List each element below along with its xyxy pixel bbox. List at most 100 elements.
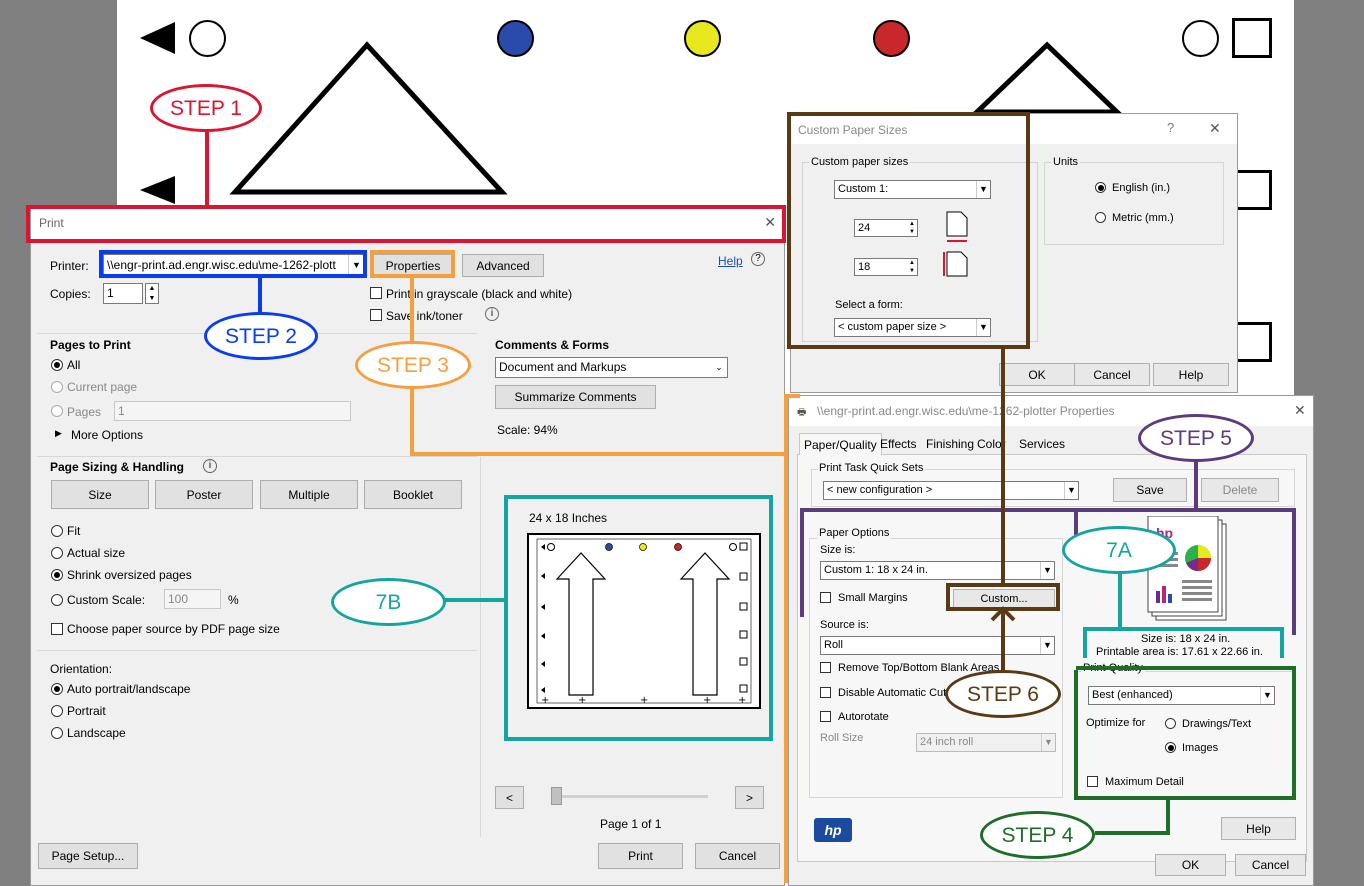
summarize-comments-button[interactable]: Summarize Comments — [495, 385, 656, 409]
bg-arrow-left — [229, 41, 508, 195]
bg-circle-yellow — [684, 20, 721, 57]
comments-select[interactable]: Document and Markups ⌄ — [495, 357, 728, 378]
roll-size-select[interactable]: 24 inch roll ▼ — [916, 733, 1056, 752]
close-icon[interactable]: ✕ — [1209, 120, 1221, 136]
bg-arrow-right — [970, 41, 1124, 115]
choose-paper-checkbox[interactable] — [51, 623, 63, 635]
tab-booklet[interactable]: Booklet — [364, 480, 462, 509]
pages-range-input[interactable]: 1 — [114, 401, 351, 421]
prev-page-button[interactable]: < — [495, 786, 524, 809]
quick-sets-label: Print Task Quick Sets — [817, 462, 926, 474]
page-slider-thumb[interactable] — [551, 787, 562, 805]
actual-size-radio[interactable] — [51, 547, 63, 559]
copies-spinner[interactable]: ▲▼ — [145, 283, 159, 304]
portrait-radio[interactable] — [51, 705, 63, 717]
auto-orientation-radio[interactable] — [51, 683, 63, 695]
properties-button[interactable]: Properties — [373, 254, 453, 277]
height-input[interactable]: 18 ▲▼ — [854, 258, 918, 276]
metric-radio[interactable] — [1095, 212, 1106, 223]
help-icon[interactable]: ? — [1167, 120, 1175, 135]
custom-scale-input[interactable]: 100 — [164, 589, 221, 609]
tab-finishing[interactable]: Finishing — [926, 437, 975, 451]
close-icon[interactable]: ✕ — [764, 214, 776, 230]
scale-text: Scale: 94% — [497, 423, 558, 437]
current-page-radio[interactable] — [51, 381, 63, 393]
roll-size-label: Roll Size — [820, 732, 864, 744]
tab-services[interactable]: Services — [1019, 437, 1066, 451]
page-slider-track[interactable] — [556, 795, 708, 798]
small-margins-checkbox[interactable] — [820, 592, 831, 603]
ok-button[interactable]: OK — [999, 363, 1075, 386]
svg-text:+: + — [703, 695, 711, 706]
page-indicator: Page 1 of 1 — [600, 817, 662, 831]
grayscale-checkbox[interactable] — [370, 287, 382, 299]
shrink-radio[interactable] — [51, 569, 63, 581]
tab-multiple[interactable]: Multiple — [260, 480, 358, 509]
metric-label: Metric (mm.) — [1112, 212, 1174, 224]
print-button[interactable]: Print — [598, 843, 683, 869]
help-link[interactable]: Help — [718, 254, 743, 268]
spinner-icon[interactable]: ▲▼ — [909, 260, 915, 274]
bg-triangle-marker-1 — [140, 22, 175, 54]
ok-button[interactable]: OK — [1155, 854, 1226, 876]
custom-size-button[interactable]: Custom... — [953, 589, 1055, 609]
save-ink-checkbox[interactable] — [370, 309, 382, 321]
expand-triangle-icon[interactable]: ▶ — [55, 428, 62, 438]
all-radio[interactable] — [51, 359, 63, 371]
tab-paper-quality[interactable]: Paper/Quality — [799, 433, 882, 455]
step7a-label: 7A — [1062, 526, 1176, 574]
fit-radio[interactable] — [51, 525, 63, 537]
step2-label: STEP 2 — [204, 312, 318, 360]
help-button[interactable]: Help — [1221, 817, 1296, 840]
quality-select[interactable]: Best (enhanced) ▼ — [1088, 686, 1275, 705]
remove-blank-checkbox[interactable] — [820, 662, 831, 673]
width-input[interactable]: 24 ▲▼ — [854, 219, 918, 237]
tab-effects[interactable]: Effects — [880, 437, 917, 451]
chevron-down-icon: ⌄ — [711, 358, 727, 377]
page-setup-button[interactable]: Page Setup... — [38, 843, 138, 869]
english-radio[interactable] — [1095, 182, 1106, 193]
advanced-button[interactable]: Advanced — [462, 254, 544, 277]
pages-radio[interactable] — [51, 405, 63, 417]
landscape-radio[interactable] — [51, 727, 63, 739]
cancel-button[interactable]: Cancel — [1235, 854, 1306, 876]
drawings-radio[interactable] — [1165, 718, 1176, 729]
bg-square-2 — [1232, 170, 1272, 210]
disable-cutter-checkbox[interactable] — [820, 687, 831, 698]
form-select[interactable]: < custom paper size > ▼ — [834, 318, 991, 337]
source-select[interactable]: Roll ▼ — [820, 636, 1055, 655]
images-radio[interactable] — [1165, 742, 1176, 753]
size-select[interactable]: Custom 1: 18 x 24 in. ▼ — [820, 561, 1055, 580]
cancel-button[interactable]: Cancel — [695, 843, 780, 869]
svg-text:+: + — [541, 695, 549, 706]
copies-input[interactable]: 1 — [103, 283, 143, 304]
remove-blank-label: Remove Top/Bottom Blank Areas — [838, 662, 1000, 674]
help-button[interactable]: Help — [1153, 363, 1229, 386]
custom-scale-radio[interactable] — [51, 594, 63, 606]
close-icon[interactable]: ✕ — [1294, 402, 1306, 418]
custom-size-select[interactable]: Custom 1: ▼ — [834, 180, 991, 199]
max-detail-checkbox[interactable] — [1087, 776, 1098, 787]
portrait-label: Portrait — [67, 704, 106, 718]
page-dimension-icons — [943, 211, 968, 277]
next-page-button[interactable]: > — [735, 786, 764, 809]
tab-color[interactable]: Color — [977, 437, 1006, 451]
cancel-button[interactable]: Cancel — [1074, 363, 1150, 386]
fit-label: Fit — [67, 524, 81, 538]
more-options-link[interactable]: More Options — [71, 428, 144, 442]
save-button[interactable]: Save — [1113, 478, 1187, 502]
hp-logo: hp — [814, 818, 852, 842]
select-form-label: Select a form: — [835, 299, 903, 311]
grayscale-label: Print in grayscale (black and white) — [386, 287, 573, 301]
tab-size[interactable]: Size — [51, 480, 149, 509]
quick-sets-select[interactable]: < new configuration > ▼ — [823, 481, 1079, 500]
spinner-icon[interactable]: ▲▼ — [909, 221, 915, 235]
tab-poster[interactable]: Poster — [155, 480, 253, 509]
help-circle-icon[interactable]: ? — [751, 252, 765, 266]
autorotate-checkbox[interactable] — [820, 711, 831, 722]
printer-select[interactable]: \\engr-print.ad.engr.wisc.edu\me-1262-pl… — [103, 254, 365, 276]
choose-paper-label: Choose paper source by PDF page size — [67, 622, 280, 636]
quick-sets-group — [811, 469, 1295, 507]
delete-button[interactable]: Delete — [1201, 478, 1279, 502]
chevron-down-icon: ▼ — [1041, 734, 1055, 751]
